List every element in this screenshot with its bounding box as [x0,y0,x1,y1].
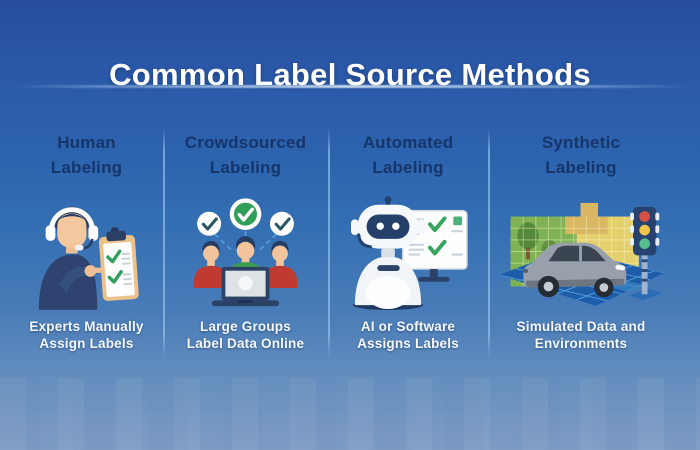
caption-human-labeling: Experts Manually Assign Labels [29,318,143,352]
column-human-labeling: Human Labeling [0,118,163,398]
method-columns: Human Labeling [0,118,700,398]
column-synthetic-labeling: Synthetic Labeling [488,118,700,398]
column-crowdsourced-labeling: Crowdsourced Labeling [163,118,328,398]
heading-line: Automated [362,133,454,152]
heading-synthetic-labeling: Synthetic Labeling [542,130,620,180]
column-automated-labeling: Automated Labeling [328,118,488,398]
title-underline-glow [10,85,690,88]
caption-line: Assigns Labels [357,336,459,351]
caption-line: Simulated Data and [516,319,646,334]
heading-line: Synthetic [541,133,621,152]
heading-line: Crowdsourced [184,133,307,152]
column-divider [488,128,490,357]
column-divider [163,128,165,357]
simulated-driving-scene-illustration [495,195,668,310]
caption-line: Label Data Online [186,336,305,351]
column-divider [328,128,330,357]
heading-crowdsourced-labeling: Crowdsourced Labeling [185,130,306,180]
caption-crowdsourced-labeling: Large Groups Label Data Online [187,318,304,352]
heading-line: Labeling [50,158,123,177]
heading-line: Labeling [209,158,282,177]
caption-line: AI or Software [360,319,456,334]
caption-line: Large Groups [200,319,291,334]
heading-line: Labeling [545,158,617,177]
heading-line: Labeling [372,158,444,177]
caption-line: Assign Labels [39,336,134,351]
caption-line: Experts Manually [29,319,144,334]
heading-line: Human [57,133,116,152]
heading-automated-labeling: Automated Labeling [363,130,454,180]
heading-human-labeling: Human Labeling [51,130,123,180]
human-labeler-with-clipboard-illustration [32,195,141,310]
robot-with-screen-illustration [344,195,473,310]
caption-automated-labeling: AI or Software Assigns Labels [357,318,459,352]
caption-line: Environments [534,336,628,351]
caption-synthetic-labeling: Simulated Data and Environments [517,318,646,352]
crowd-with-laptop-and-checkmarks-illustration [182,195,309,310]
